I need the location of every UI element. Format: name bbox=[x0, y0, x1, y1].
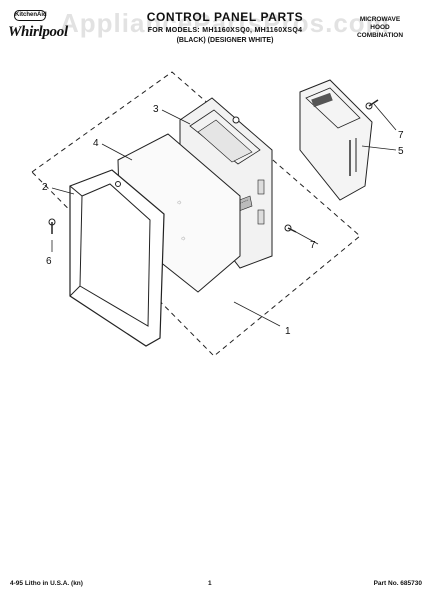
callout-part-1: 1 bbox=[285, 326, 291, 337]
svg-text:☼: ☼ bbox=[180, 235, 186, 242]
part-number: Part No. 685730 bbox=[373, 580, 422, 587]
callout-part-3: 3 bbox=[153, 104, 159, 115]
leader-lines bbox=[51, 103, 397, 327]
control-board-part bbox=[299, 79, 373, 201]
title-block: CONTROL PANEL PARTS FOR MODELS: MH1160XS… bbox=[130, 10, 320, 44]
callout-part-7a: 7 bbox=[398, 130, 404, 141]
page-title: CONTROL PANEL PARTS bbox=[146, 10, 304, 24]
front-frame-part bbox=[69, 169, 165, 347]
product-line-1: MICROWAVE bbox=[359, 16, 401, 23]
screw-icon bbox=[48, 218, 56, 234]
callout-part-4: 4 bbox=[93, 138, 99, 149]
screw-icon bbox=[365, 99, 379, 110]
page-number: 1 bbox=[208, 580, 212, 587]
callout-part-7b: 7 bbox=[310, 240, 316, 251]
footer-print-info: 4-95 Litho in U.S.A. (kn) bbox=[10, 580, 83, 587]
logo-badge: KitchenAid bbox=[14, 10, 47, 21]
brand-logo: KitchenAid Whirlpool bbox=[8, 10, 88, 48]
model-numbers: FOR MODELS: MH1160XSQ0, MH1160XSQ4 bbox=[147, 27, 303, 34]
svg-text:☼: ☼ bbox=[176, 199, 182, 206]
product-type: MICROWAVE HOOD COMBINATION bbox=[340, 16, 420, 40]
model-colors: (BLACK) (DESIGNER WHITE) bbox=[176, 37, 274, 44]
callout-part-5: 5 bbox=[398, 146, 404, 157]
product-line-3: COMBINATION bbox=[356, 32, 404, 39]
logo-wordmark: Whirlpool bbox=[8, 24, 68, 40]
callout-part-2: 2 bbox=[42, 182, 48, 193]
screw-icon bbox=[284, 224, 297, 233]
product-line-2: HOOD bbox=[370, 24, 390, 31]
callout-part-6: 6 bbox=[46, 256, 52, 267]
